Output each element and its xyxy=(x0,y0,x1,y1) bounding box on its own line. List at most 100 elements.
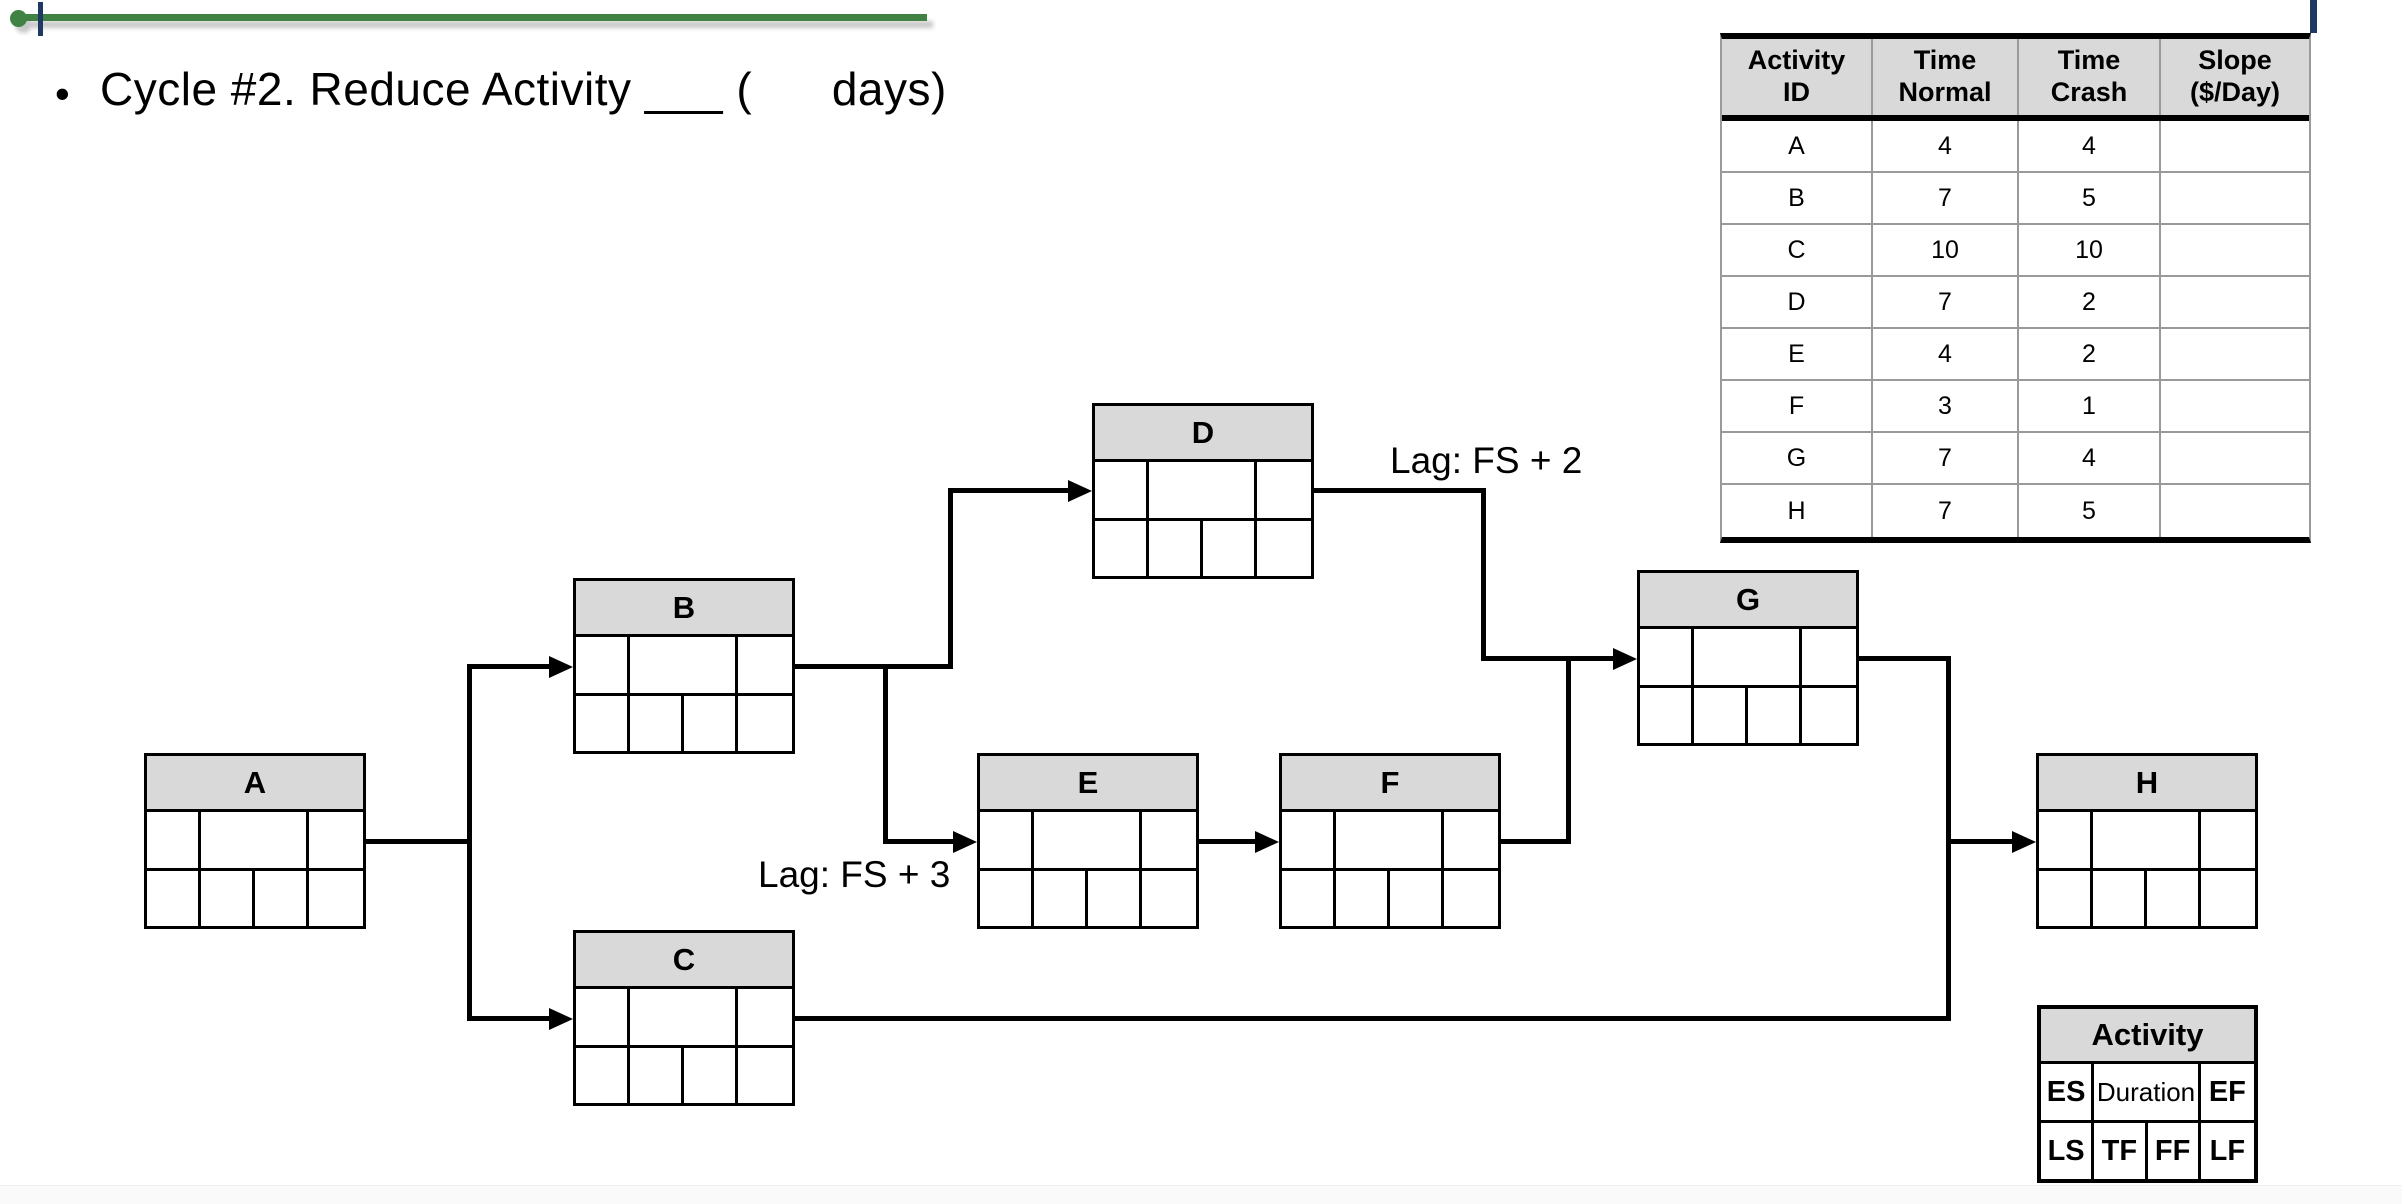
table-header-line: Normal xyxy=(1898,77,1992,107)
node-cell-tf xyxy=(630,695,684,751)
table-cell-time_crash: 2 xyxy=(2019,329,2161,379)
node-cell-es xyxy=(980,812,1034,868)
activity-node-label: G xyxy=(1640,573,1856,629)
lag-annotation: Lag: FS + 2 xyxy=(1390,440,1583,481)
table-cell-id: A xyxy=(1722,121,1873,171)
navy-bar-decoration xyxy=(2310,0,2317,33)
node-cell-ff xyxy=(1088,870,1142,926)
node-cell-ls xyxy=(576,695,630,751)
table-cell-time_normal: 7 xyxy=(1873,485,2019,537)
node-early-row xyxy=(576,989,792,1048)
green-dot-decoration xyxy=(10,10,27,27)
node-cell-duration xyxy=(630,637,738,693)
node-late-row xyxy=(2039,870,2255,926)
table-cell-id: F xyxy=(1722,381,1873,431)
legend-row-late: LS TF FF LF xyxy=(2041,1123,2254,1179)
node-early-row xyxy=(1282,812,1498,871)
table-cell-time_normal: 7 xyxy=(1873,433,2019,483)
activity-node-c: C xyxy=(573,930,795,1106)
node-cell-ff xyxy=(2147,870,2201,926)
node-cell-lf xyxy=(1257,521,1311,577)
table-cell-id: B xyxy=(1722,173,1873,223)
table-cell-id: G xyxy=(1722,433,1873,483)
edge-into-d xyxy=(948,488,1070,493)
table-cell-slope xyxy=(2161,381,2309,431)
node-cell-ls xyxy=(1640,687,1694,743)
activity-node-e: E xyxy=(977,753,1199,929)
table-cell-slope xyxy=(2161,225,2309,275)
node-cell-lf xyxy=(309,871,363,927)
table-cell-time_crash: 10 xyxy=(2019,225,2161,275)
legend-row-early: ES Duration EF xyxy=(2041,1064,2254,1123)
node-cell-tf xyxy=(630,1047,684,1103)
node-cell-lf xyxy=(738,1048,792,1104)
activity-node-a: A xyxy=(144,753,366,929)
table-cell-time_normal: 7 xyxy=(1873,173,2019,223)
edge-f-out xyxy=(1501,839,1571,844)
activity-node-f: F xyxy=(1279,753,1501,929)
table-header-cell: Slope($/Day) xyxy=(2161,39,2309,115)
node-cell-lf xyxy=(1802,688,1856,744)
edge-dg-vertical xyxy=(1481,488,1486,661)
node-late-row xyxy=(576,1047,792,1104)
table-cell-time_normal: 4 xyxy=(1873,329,2019,379)
table-cell-id: C xyxy=(1722,225,1873,275)
node-late-row xyxy=(1640,687,1856,744)
node-late-row xyxy=(980,870,1196,926)
edge-d-out xyxy=(1314,488,1486,493)
node-cell-tf xyxy=(1149,520,1203,576)
navy-tick-decoration xyxy=(38,2,43,36)
node-cell-ff xyxy=(684,695,738,751)
table-cell-slope xyxy=(2161,433,2309,483)
node-early-row xyxy=(147,812,363,871)
edge-c-out xyxy=(795,1016,1948,1021)
node-cell-ff xyxy=(684,1047,738,1103)
node-late-row xyxy=(576,695,792,751)
activity-node-g: G xyxy=(1637,570,1859,746)
node-cell-ff xyxy=(255,870,309,926)
node-cell-es xyxy=(1282,812,1336,868)
table-header-line: Time xyxy=(2057,45,2121,76)
table-cell-time_normal: 10 xyxy=(1873,225,2019,275)
table-cell-slope xyxy=(2161,277,2309,327)
activity-node-d: D xyxy=(1092,403,1314,579)
node-cell-es xyxy=(2039,812,2093,868)
table-cell-time_normal: 7 xyxy=(1873,277,2019,327)
table-cell-time_crash: 5 xyxy=(2019,485,2161,537)
legend-cell-ef: EF xyxy=(2208,1075,2246,1108)
table-cell-time_crash: 4 xyxy=(2019,121,2161,171)
node-cell-duration xyxy=(1336,812,1444,868)
node-cell-tf xyxy=(1336,870,1390,926)
edge-into-e xyxy=(883,839,955,844)
node-cell-ef xyxy=(738,637,792,693)
table-header-line: Activity xyxy=(1747,45,1846,76)
activity-node-label: C xyxy=(576,933,792,989)
node-cell-duration xyxy=(201,812,309,868)
legend-cell-es: ES xyxy=(2041,1064,2095,1120)
arrowhead-into-b xyxy=(549,656,573,678)
table-cell-slope xyxy=(2161,121,2309,171)
green-rule-decoration xyxy=(26,14,927,21)
node-cell-ls xyxy=(980,870,1034,926)
node-cell-duration xyxy=(1694,629,1802,685)
node-cell-ff xyxy=(1390,870,1444,926)
node-cell-ef xyxy=(309,812,363,868)
node-cell-ef xyxy=(2201,812,2255,868)
table-cell-time_crash: 4 xyxy=(2019,433,2161,483)
lag-annotation: Lag: FS + 3 xyxy=(758,854,951,895)
legend-title: Activity xyxy=(2041,1009,2254,1064)
edge-into-h xyxy=(1946,839,2014,844)
node-early-row xyxy=(2039,812,2255,871)
activity-node-b: B xyxy=(573,578,795,754)
node-cell-lf xyxy=(1444,871,1498,927)
activity-node-label: F xyxy=(1282,756,1498,812)
table-header-line: Time xyxy=(1913,45,1977,76)
